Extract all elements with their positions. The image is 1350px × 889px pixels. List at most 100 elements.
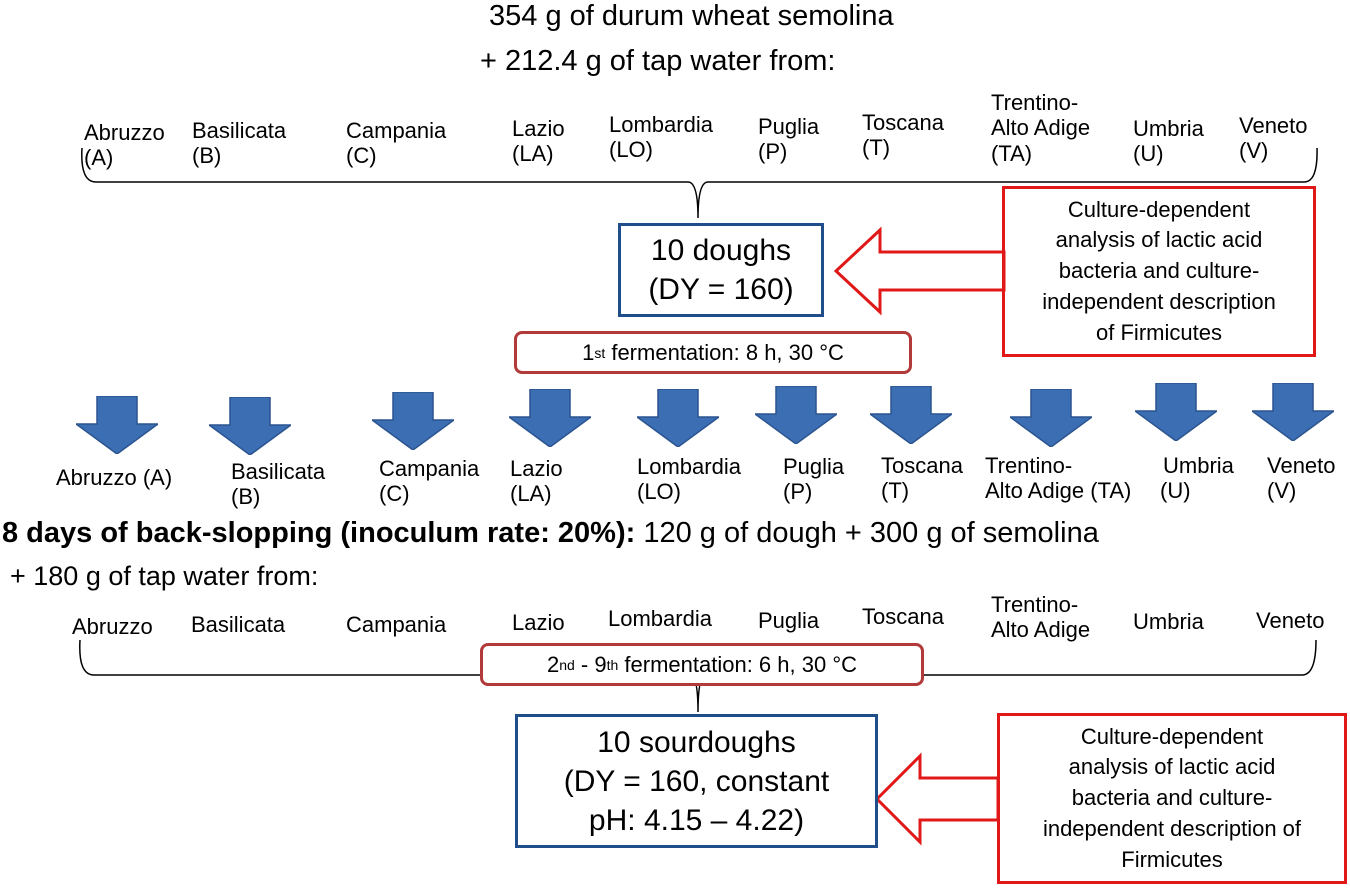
region-code: (U) (1133, 141, 1164, 167)
region-bottom-campania: Campania (346, 612, 447, 637)
sourdoughs-box-line1: 10 sourdoughs (597, 725, 796, 759)
ferm2-ordinal-a: 2 (546, 651, 560, 677)
analysis-line: of Firmicutes (1096, 319, 1222, 345)
ferm2-sup-b: th (606, 656, 619, 673)
arrow-label-basilicata: Basilicata (B) (231, 459, 325, 510)
arrow-label-umbria: Umbria (U) (1160, 453, 1234, 504)
arrow-label-line: Lombardia (637, 454, 741, 479)
region-code: (C) (346, 143, 377, 169)
backslopping-line1: 8 days of back-slopping (inoculum rate: … (2, 517, 1099, 550)
down-arrow-icon (870, 386, 952, 444)
top-brace (81, 147, 1318, 219)
region-top-veneto: Veneto (V) (1239, 113, 1308, 164)
arrow-label-line: Veneto (1267, 453, 1336, 478)
region-top-abruzzo: Abruzzo (A) (84, 120, 165, 171)
region-name: Veneto (1239, 113, 1308, 138)
arrow-label-line: (U) (1160, 478, 1191, 504)
region-code: (T) (862, 135, 891, 161)
ferm2-text: fermentation: 6 h, 30 °C (618, 651, 857, 677)
ferm1-sup: st (594, 344, 606, 361)
region-name: Toscana (862, 110, 944, 135)
region-name: Trentino- (991, 90, 1079, 115)
ferm2-mid: - 9 (574, 651, 607, 677)
down-arrow-icon (76, 396, 158, 454)
arrow-label-line: Trentino- (985, 453, 1073, 478)
arrow-label-line: (V) (1267, 478, 1297, 504)
arrow-label-toscana: Toscana (T) (881, 453, 963, 504)
header-line2: + 212.4 g of tap water from: (480, 45, 836, 77)
backslopping-line2: + 180 g of tap water from: (10, 561, 319, 591)
down-arrow-icon (209, 397, 291, 455)
arrow-label-line: (B) (231, 484, 261, 510)
region-name: Trentino- (991, 592, 1079, 617)
region-name: Basilicata (192, 118, 287, 143)
region-bottom-toscana: Toscana (862, 604, 944, 629)
sourdoughs-box: 10 sourdoughs (DY = 160, constant pH: 4.… (515, 714, 878, 848)
region-code: (B) (192, 143, 222, 169)
arrow-label-line: (T) (881, 478, 910, 504)
sourdoughs-box-line3: pH: 4.15 – 4.22) (588, 803, 805, 837)
arrow-label-puglia: Puglia (P) (783, 454, 844, 505)
ferm1-ordinal: 1 (582, 339, 595, 365)
region-top-lazio: Lazio (LA) (512, 116, 565, 167)
arrow-label-line: Abruzzo (A) (56, 465, 173, 490)
region-name: Umbria (1133, 116, 1204, 141)
arrow-label-line: (C) (379, 481, 410, 507)
arrow-label-campania: Campania (C) (379, 456, 479, 507)
analysis-line: independent description of (1042, 815, 1302, 841)
arrow-label-line: Alto Adige (TA) (985, 478, 1132, 504)
region-code: (A) (84, 145, 114, 171)
region-name: Lazio (512, 116, 565, 141)
down-arrow-icon (755, 386, 837, 444)
sourdoughs-box-line2: (DY = 160, constant (563, 764, 830, 798)
analysis-line: bacteria and culture- (1071, 785, 1273, 811)
region-code: (TA) (991, 140, 1033, 166)
analysis-line: bacteria and culture- (1058, 258, 1260, 284)
backslopping-bold: 8 days of back-slopping (inoculum rate: … (2, 517, 636, 549)
analysis-line: Culture-dependent (1080, 723, 1264, 749)
region-name: Alto Adige (991, 115, 1091, 141)
region-code: (P) (758, 139, 788, 165)
arrow-label-line: Lazio (510, 456, 563, 481)
arrow-label-trentino: Trentino- Alto Adige (TA) (985, 453, 1131, 504)
analysis-line: independent description (1042, 288, 1276, 314)
region-name: Puglia (758, 114, 820, 139)
analysis-line: analysis of lactic acid (1055, 227, 1263, 253)
arrow-label-line: Umbria (1163, 453, 1234, 478)
region-name: Abruzzo (84, 120, 165, 145)
arrow-label-line: Puglia (783, 454, 845, 479)
arrow-label-lombardia: Lombardia (LO) (637, 454, 741, 505)
analysis-line: Culture-dependent (1067, 196, 1251, 222)
region-bottom-lazio: Lazio (512, 610, 565, 635)
doughs-box: 10 doughs (DY = 160) (618, 223, 824, 317)
arrow-label-veneto: Veneto (V) (1267, 453, 1336, 504)
arrow-label-lazio: Lazio (LA) (510, 456, 563, 507)
down-arrow-icon (1010, 389, 1092, 447)
region-code: (LO) (609, 137, 653, 163)
ferm1-text: fermentation: 8 h, 30 °C (605, 339, 844, 365)
region-top-basilicata: Basilicata (B) (192, 118, 286, 169)
down-arrow-icon (1252, 383, 1334, 441)
region-name: Alto Adige (991, 617, 1091, 643)
region-name: Lombardia (609, 112, 713, 137)
region-bottom-trentino: Trentino- Alto Adige (991, 592, 1090, 643)
backslopping-normal: 120 g of dough + 300 g of semolina (635, 517, 1099, 549)
arrow-label-line: Basilicata (231, 459, 326, 484)
doughs-box-line1: 10 doughs (650, 234, 792, 267)
arrow-label-line: (LA) (510, 481, 552, 507)
region-top-lombardia: Lombardia (LO) (609, 112, 713, 163)
analysis-box-bottom: Culture-dependent analysis of lactic aci… (997, 713, 1347, 884)
down-arrow-icon (637, 389, 719, 447)
down-arrow-icon (372, 392, 454, 450)
bottom-brace (79, 639, 1317, 713)
arrow-label-line: (LO) (637, 479, 681, 505)
region-bottom-umbria: Umbria (1133, 609, 1204, 634)
region-top-umbria: Umbria (U) (1133, 116, 1204, 167)
region-code: (V) (1239, 138, 1269, 164)
header-line1: 354 g of durum wheat semolina (489, 0, 894, 32)
region-code: (LA) (512, 141, 554, 167)
region-bottom-puglia: Puglia (758, 608, 820, 633)
